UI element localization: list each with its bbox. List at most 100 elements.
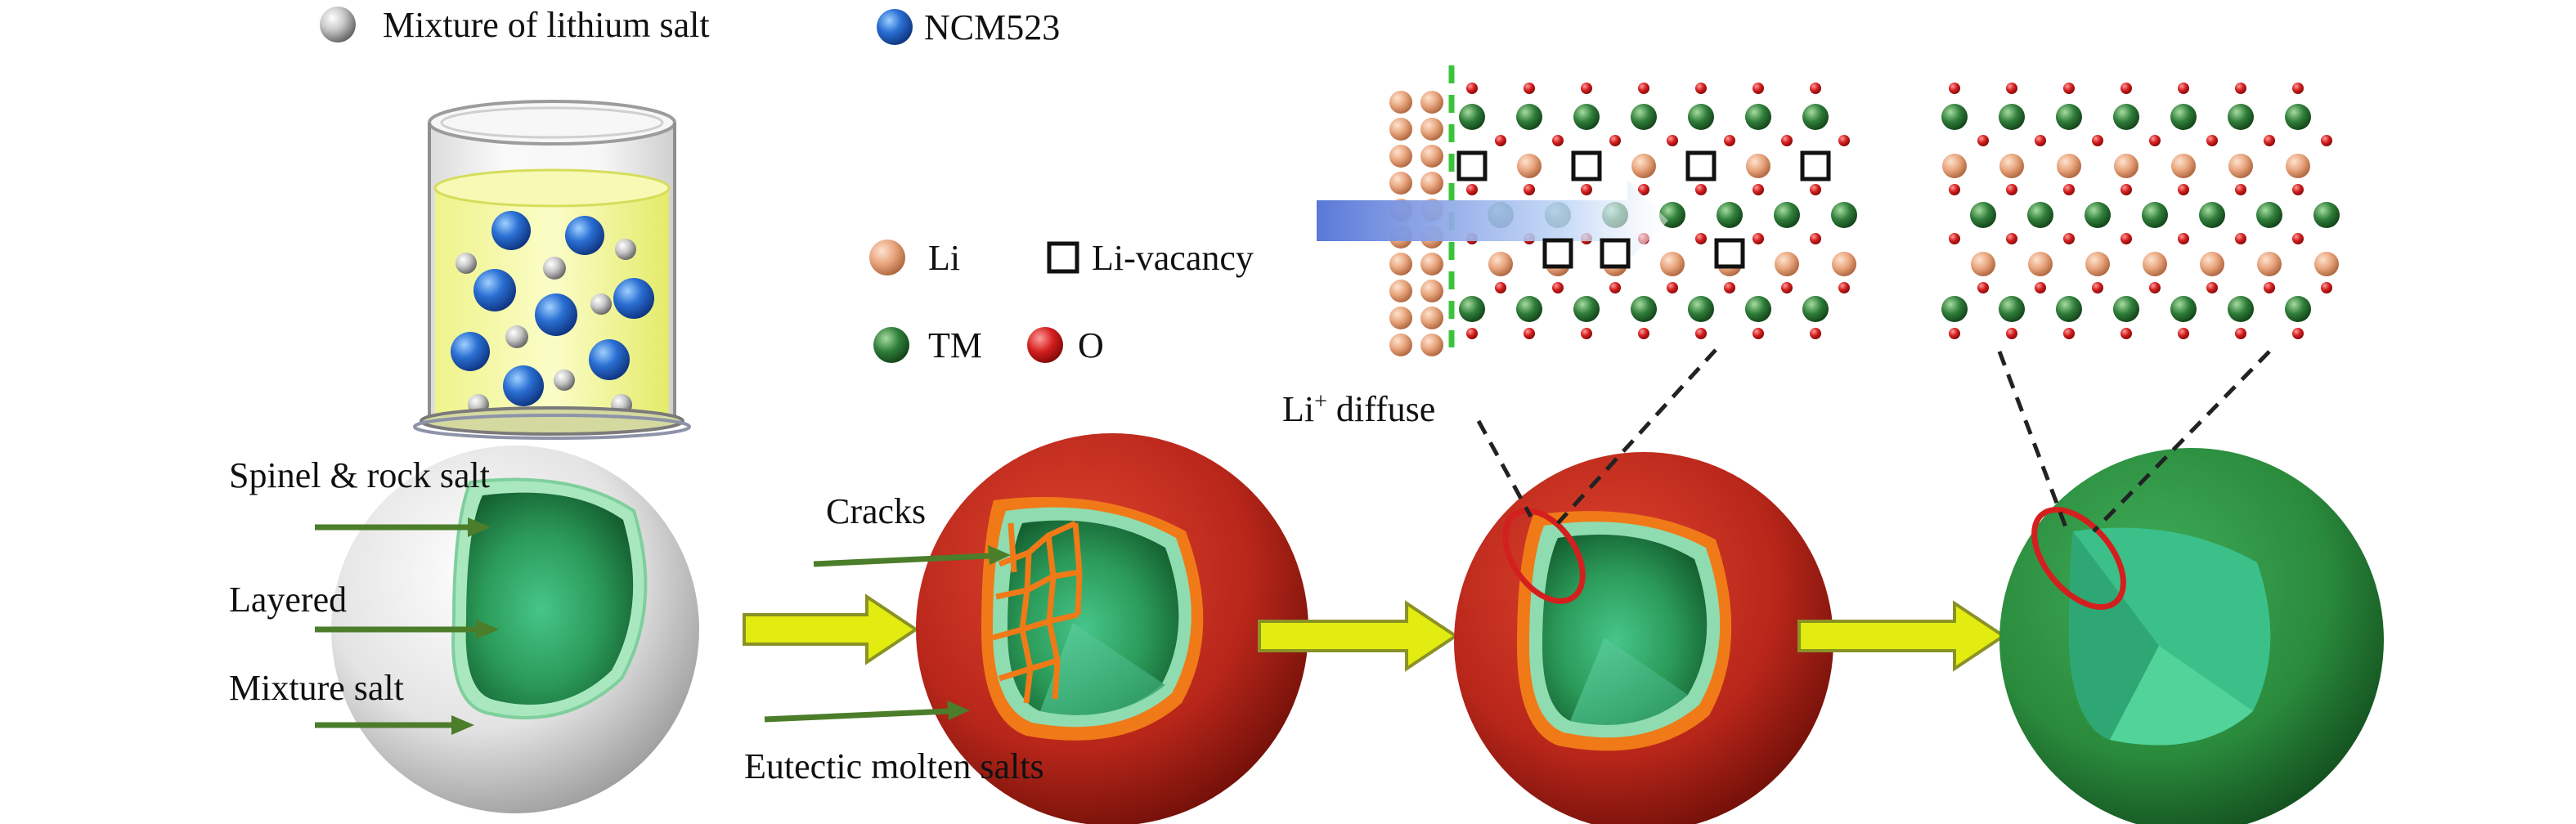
o-atom <box>1638 83 1649 94</box>
beaker-particles <box>451 211 654 415</box>
ncm523-particle <box>473 269 516 311</box>
o-atom <box>1638 328 1649 339</box>
eutectic-molten-salts-label: Eutectic molten salts <box>744 746 1044 786</box>
o-atom <box>1810 328 1821 339</box>
o-atom-icon <box>1027 327 1063 363</box>
o-atom <box>1752 328 1764 339</box>
li-legend-label: Li <box>928 238 960 278</box>
o-atom <box>1495 282 1506 293</box>
o-atom <box>2035 282 2046 293</box>
li-atom <box>1942 154 1967 178</box>
tm-atom <box>2313 202 2340 228</box>
li-atom <box>1999 154 2024 178</box>
li-vacancy-marker <box>1542 238 1573 269</box>
legend-mixture-label: Mixture of lithium salt <box>383 5 710 45</box>
lithium-salt-particle <box>543 257 566 280</box>
ncm523-particle <box>451 332 490 371</box>
o-atom <box>2264 282 2275 293</box>
tm-atom <box>1516 104 1542 130</box>
o-atom <box>2206 282 2218 293</box>
o-atom <box>2149 135 2161 146</box>
li-atom <box>1389 253 1412 275</box>
li-atom <box>1389 172 1412 195</box>
o-atom <box>1752 83 1764 94</box>
o-atom <box>1609 135 1621 146</box>
o-atom <box>2178 328 2189 339</box>
li-atom <box>2257 252 2282 276</box>
o-atom <box>1838 135 1850 146</box>
beaker-rim-inner <box>440 106 664 139</box>
o-atom <box>1609 282 1621 293</box>
li-atom <box>1420 118 1443 141</box>
o-atom <box>1752 233 1764 244</box>
final-layered-particle <box>1999 448 2384 824</box>
o-atom <box>2092 135 2103 146</box>
li-atom <box>1389 280 1412 302</box>
sphere1-labels: Spinel & rock salt Layered Mixture salt <box>229 455 499 735</box>
o-atom <box>1581 184 1592 195</box>
o-atom <box>2292 184 2304 195</box>
ncm523-sphere-icon <box>877 9 913 45</box>
o-atom <box>1524 328 1535 339</box>
li-atom <box>2057 154 2081 178</box>
cut-face-bottom <box>2110 646 2253 746</box>
zoom-line <box>2092 350 2271 533</box>
tm-atom <box>1516 296 1542 322</box>
tm-atom <box>1573 296 1600 322</box>
li-atom <box>1389 145 1412 168</box>
liquid-surface <box>433 168 671 208</box>
o-atom <box>1581 83 1592 94</box>
o-atom <box>1781 282 1793 293</box>
o-atom <box>1466 184 1478 195</box>
lithium-salt-particle <box>615 239 636 260</box>
tm-atom <box>1970 202 1996 228</box>
tm-atom <box>2228 296 2254 322</box>
tm-atom <box>1688 296 1714 322</box>
li-vacancy-marker <box>1714 238 1745 269</box>
o-atom <box>2292 328 2304 339</box>
o-atom <box>1724 282 1735 293</box>
li-atom <box>1971 252 1995 276</box>
o-atom <box>1810 83 1821 94</box>
tm-atom <box>1631 296 1657 322</box>
o-atom <box>1695 233 1707 244</box>
tm-atom <box>2085 202 2111 228</box>
o-atom <box>1695 328 1707 339</box>
o-atom <box>1977 282 1989 293</box>
diffusion-particle <box>1454 452 1833 824</box>
o-atom <box>1810 184 1821 195</box>
tm-atom <box>2056 104 2082 130</box>
pointer-arrow-head <box>468 517 491 537</box>
cracks-label: Cracks <box>826 491 926 531</box>
zoom-line <box>1476 419 1533 518</box>
li-atom <box>2114 154 2138 178</box>
zoom-highlight-ring <box>2031 507 2126 610</box>
o-atom <box>1695 83 1707 94</box>
pointer-arrow-head <box>451 715 474 735</box>
zoom-line <box>1997 351 2070 532</box>
layered-core <box>465 492 634 705</box>
ncm523-particle <box>589 339 630 380</box>
tm-atom <box>2056 296 2082 322</box>
o-atom <box>2178 184 2189 195</box>
lattice-atoms <box>1941 83 2340 339</box>
lattice-layered <box>1941 83 2340 533</box>
o-atom <box>2120 233 2132 244</box>
pointer-arrow-head <box>947 701 970 720</box>
tm-atom <box>2256 202 2282 228</box>
o-atom <box>1949 328 1960 339</box>
sphere2-labels: Cracks Eutectic molten salts <box>744 491 1044 786</box>
o-atom <box>2063 83 2075 94</box>
li-atom <box>1775 252 1799 276</box>
tm-atom <box>2228 104 2254 130</box>
tm-atom <box>1717 202 1743 228</box>
tm-atom <box>1573 104 1600 130</box>
li-atom <box>1420 91 1443 114</box>
beaker-base-ring <box>413 414 691 440</box>
lattice-diffusion: Li+ diffuse <box>1282 65 1857 525</box>
o-atom <box>1949 184 1960 195</box>
o-atom <box>2120 184 2132 195</box>
o-atom <box>2321 135 2332 146</box>
o-atom <box>1524 83 1535 94</box>
